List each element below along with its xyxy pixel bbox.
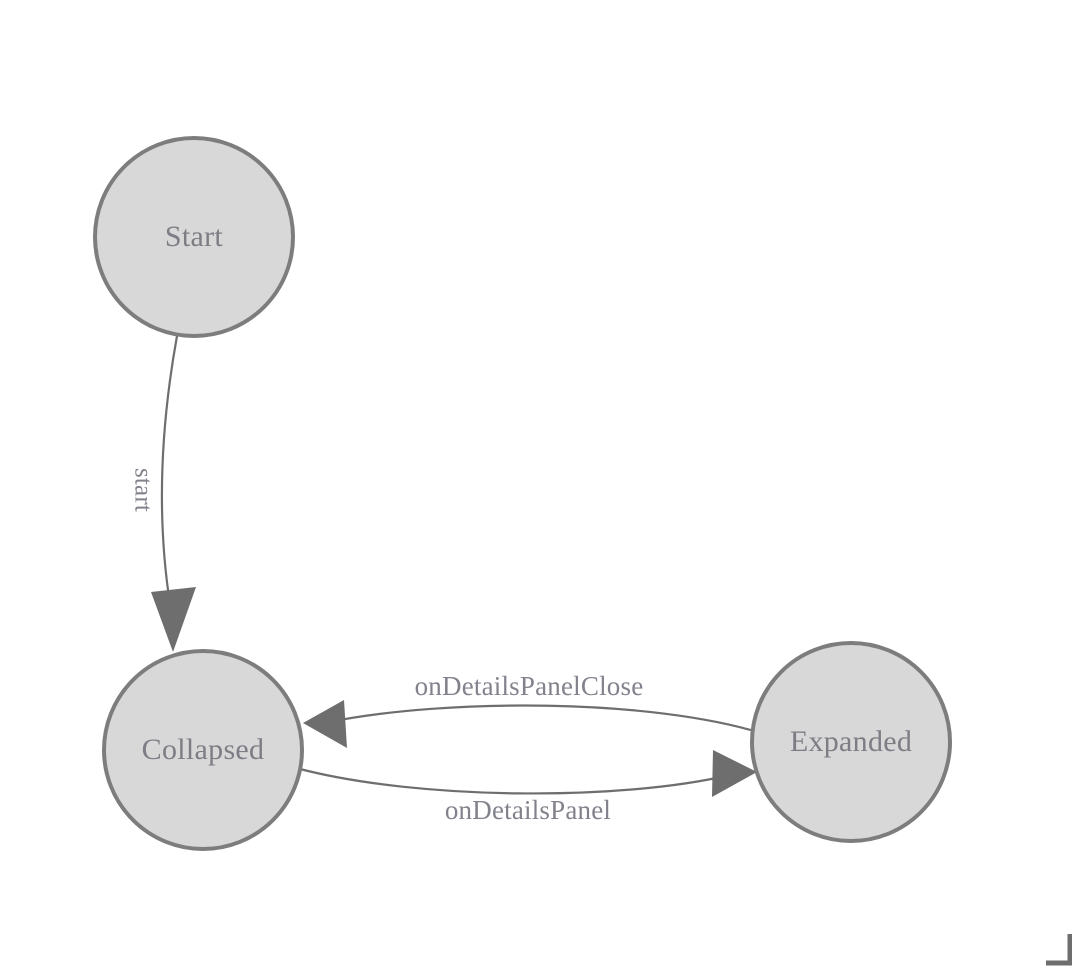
corner-bracket-path: [1046, 934, 1072, 966]
edge-label-on-details-panel: onDetailsPanel: [445, 795, 611, 825]
corner-resize-bracket[interactable]: [1046, 934, 1072, 966]
node-start-circle: [93, 136, 295, 338]
node-start[interactable]: Start: [93, 136, 295, 338]
edge-label-on-details-panel-close: onDetailsPanelClose: [415, 671, 644, 701]
edge-collapsed-to-expanded[interactable]: [298, 750, 757, 797]
node-expanded-label: Expanded: [790, 725, 912, 758]
node-expanded[interactable]: Expanded: [750, 641, 952, 843]
arrowhead-down-to-collapsed: [151, 587, 196, 652]
edge-start-to-collapsed-line: [160, 334, 179, 606]
node-collapsed[interactable]: Collapsed: [102, 649, 304, 851]
edge-start-to-collapsed[interactable]: [151, 334, 196, 652]
node-start-label: Start: [165, 220, 224, 253]
edge-collapsed-to-expanded-line: [298, 767, 732, 795]
edge-expanded-to-collapsed-line: [327, 704, 763, 735]
edge-label-start: start: [129, 468, 156, 512]
node-expanded-circle: [750, 641, 952, 843]
node-collapsed-circle: [102, 649, 304, 851]
edge-expanded-to-collapsed[interactable]: [303, 700, 763, 748]
arrowhead-right-to-expanded: [712, 750, 757, 797]
node-collapsed-label: Collapsed: [142, 733, 265, 766]
arrowhead-left-to-collapsed: [303, 700, 347, 748]
